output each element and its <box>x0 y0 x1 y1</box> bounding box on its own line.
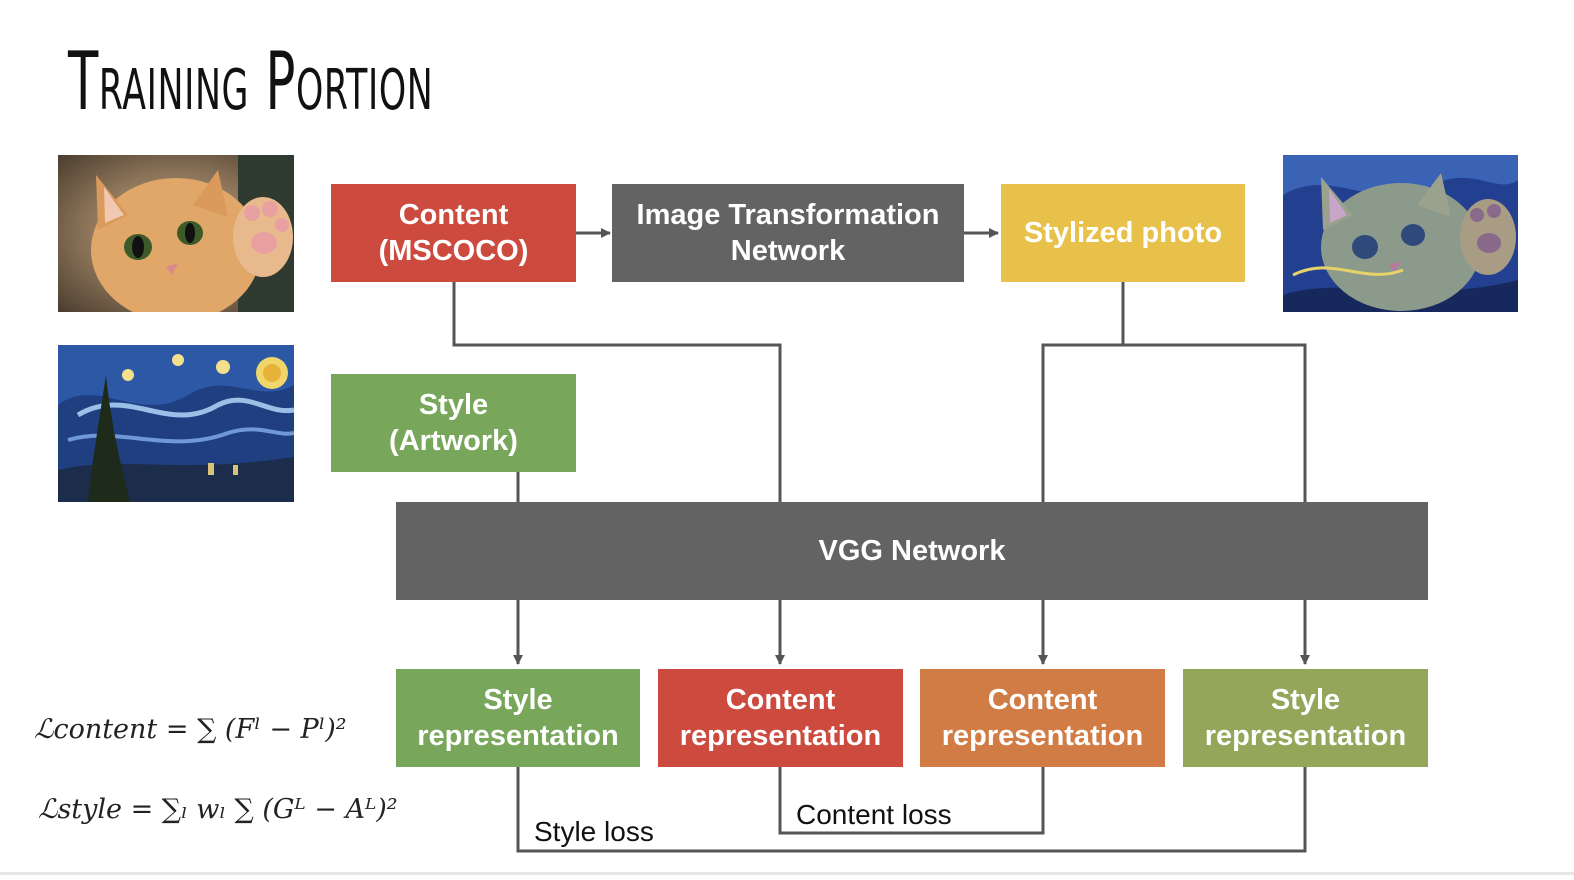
content-image <box>58 155 294 312</box>
bottom-rule <box>0 872 1574 875</box>
stylized-photo-label: Stylized photo <box>1023 217 1223 249</box>
vgg-network-label: VGG Network <box>818 535 1006 567</box>
style-representation-label-1: Style representation <box>417 684 619 752</box>
style-input-box: Style (Artwork) <box>331 374 576 472</box>
content-input-label: Content (MSCOCO) <box>378 199 529 267</box>
content-representation-box-2: Content representation <box>920 669 1165 767</box>
style-image <box>58 345 294 502</box>
style-representation-box-2: Style representation <box>1183 669 1428 767</box>
style-representation-label-2: Style representation <box>1204 684 1407 752</box>
style-loss-formula: ℒstyle = ∑ₗ wₗ ∑ (Gᴸ − Aᴸ)² <box>38 794 398 825</box>
image-transformation-network-box: Image Transformation Network <box>612 184 964 282</box>
stylized-image <box>1283 155 1518 312</box>
page-title: Training Portion <box>68 35 434 128</box>
style-loss-label: Style loss <box>534 816 654 847</box>
content-loss-label: Content loss <box>796 799 952 830</box>
image-transformation-label: Image Transformation Network <box>636 199 940 267</box>
content-representation-label-1: Content representation <box>679 684 882 752</box>
content-representation-box-1: Content representation <box>658 669 903 767</box>
content-input-box: Content (MSCOCO) <box>331 184 576 282</box>
content-representation-label-2: Content representation <box>941 684 1144 752</box>
stylized-photo-box: Stylized photo <box>1001 184 1245 282</box>
style-representation-box-1: Style representation <box>396 669 640 767</box>
vgg-network-box: VGG Network <box>396 502 1428 600</box>
style-input-label: Style (Artwork) <box>389 389 518 457</box>
content-loss-formula: ℒcontent = ∑ (Fˡ − Pˡ)² <box>34 714 347 745</box>
